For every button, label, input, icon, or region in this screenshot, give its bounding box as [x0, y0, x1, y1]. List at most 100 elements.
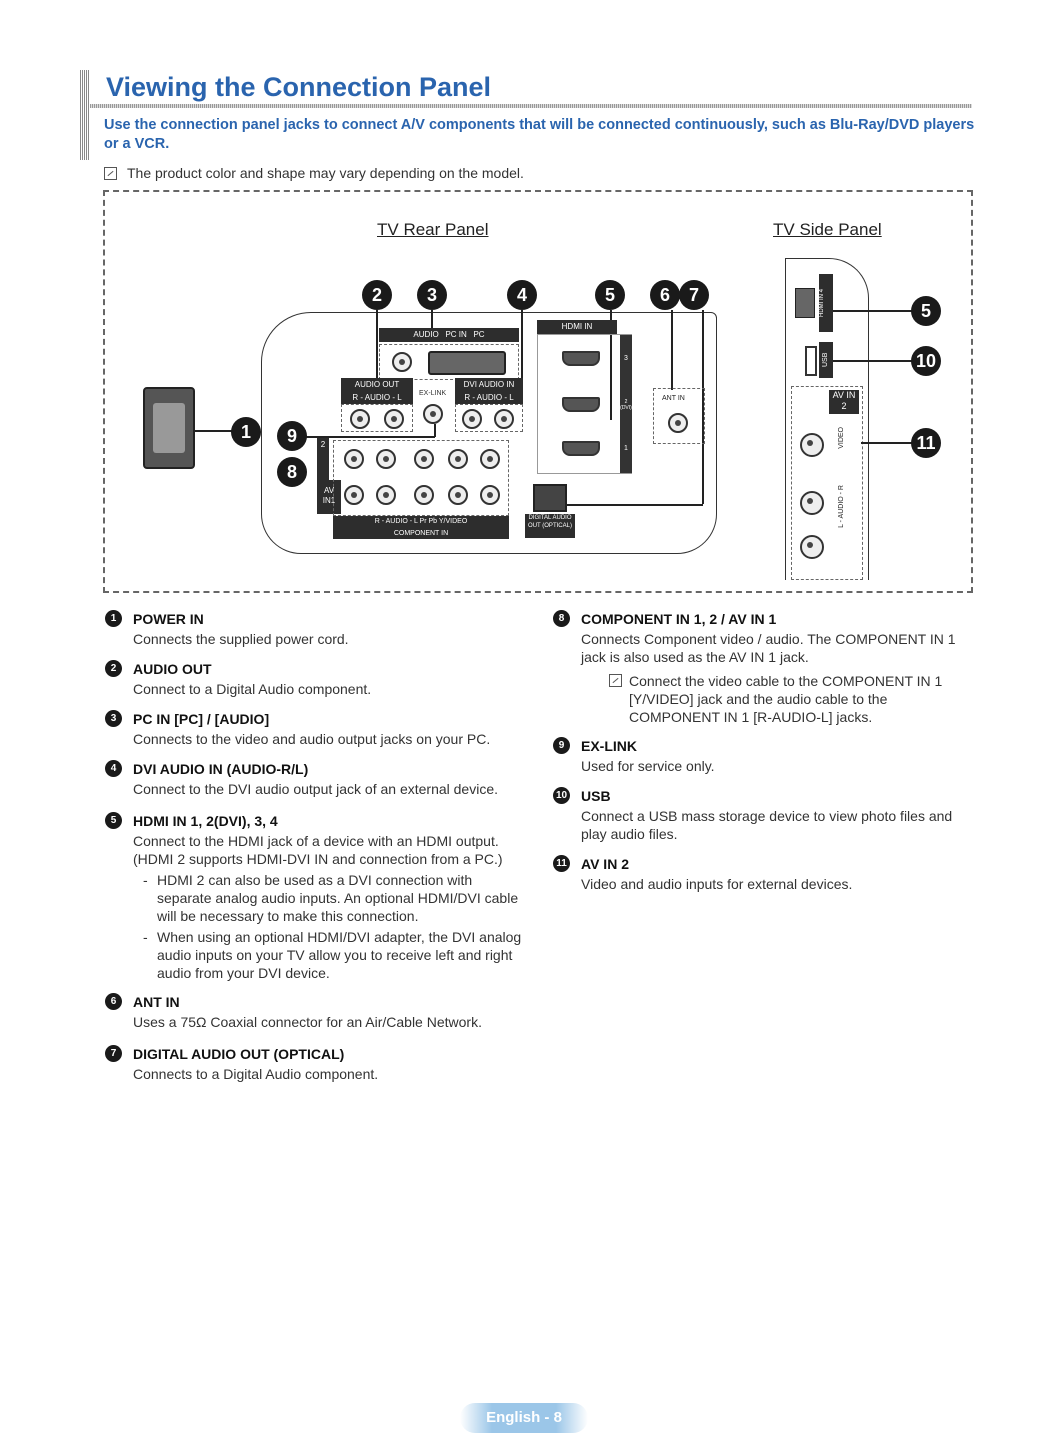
item-dvi-audio-in: 4 DVI AUDIO IN (AUDIO-R/L) Connect to th… [105, 760, 523, 798]
badge-2: 2 [362, 280, 392, 310]
item-subpoint: When using an optional HDMI/DVI adapter,… [133, 928, 523, 982]
item-number: 8 [553, 610, 570, 627]
item-number: 6 [105, 993, 122, 1010]
rear-panel-outline [261, 312, 717, 554]
audio-label: AUDIO [413, 330, 439, 339]
item-description: Connect a USB mass storage device to vie… [581, 808, 953, 842]
hdmi-3-port [562, 351, 600, 366]
item-power-in: 1 POWER IN Connects the supplied power c… [105, 610, 523, 648]
item-number: 4 [105, 760, 122, 777]
audio-out-strip: AUDIO OUT [341, 378, 413, 392]
item-heading: DVI AUDIO IN (AUDIO-R/L) [133, 761, 309, 777]
hdmi3-label: 3 [624, 355, 628, 362]
ant-in-jack [668, 413, 688, 433]
item-description: Connect to the HDMI jack of a device wit… [133, 833, 503, 867]
item-description: Connects to a Digital Audio component. [133, 1066, 379, 1082]
hdmi-in4-label: HDMI IN 4 [819, 274, 833, 332]
side-panel-title: TV Side Panel [773, 220, 882, 239]
page-number-badge: English - 8 [460, 1403, 588, 1433]
ex-link-jack [423, 404, 443, 424]
digital-audio-out-label: DIGITAL AUDIO OUT (OPTICAL) [525, 514, 575, 538]
item-component-in: 8 COMPONENT IN 1, 2 / AV IN 1 Connects C… [553, 610, 976, 726]
hdmi1-label: 1 [624, 445, 628, 452]
item-number: 9 [553, 737, 570, 754]
av-in1-label: AV IN1 [317, 480, 341, 514]
av-in2-box: VIDEO L - AUDIO - R [791, 386, 863, 580]
item-note: Connect the video cable to the COMPONENT… [581, 672, 976, 726]
side-panel-outline [785, 258, 869, 580]
badge-4: 4 [507, 280, 537, 310]
title-rule [90, 104, 972, 108]
badge-6: 6 [650, 280, 680, 310]
item-heading: DIGITAL AUDIO OUT (OPTICAL) [133, 1046, 345, 1062]
pc-label: PC [473, 330, 485, 339]
badge-9: 9 [277, 421, 307, 451]
optical-port [533, 484, 567, 512]
hdmi-in-strip: HDMI IN [537, 320, 617, 334]
pc-vga-port [428, 351, 506, 375]
dvi-audio-lr: R - AUDIO - L [455, 392, 523, 404]
item-number: 11 [553, 855, 570, 872]
power-connector [143, 387, 195, 469]
badge-10: 10 [911, 346, 941, 376]
item-usb: 10 USB Connect a USB mass storage device… [553, 787, 976, 843]
hdmi-1-port [562, 441, 600, 456]
dvi-audio-in-strip: DVI AUDIO IN [455, 378, 523, 392]
badge-side-5: 5 [911, 296, 941, 326]
item-digital-audio-out: 7 DIGITAL AUDIO OUT (OPTICAL) Connects t… [105, 1045, 523, 1083]
connection-diagram: TV Rear Panel TV Side Panel 1 2 3 4 5 6 … [103, 190, 973, 593]
hdmi-2-port [562, 397, 600, 412]
note-icon [104, 166, 117, 180]
item-note-text: Connect the video cable to the COMPONENT… [629, 673, 943, 725]
badge-3: 3 [417, 280, 447, 310]
item-subpoint: HDMI 2 can also be used as a DVI connect… [133, 871, 523, 925]
pc-in-box [379, 344, 519, 380]
item-hdmi-in: 5 HDMI IN 1, 2(DVI), 3, 4 Connect to the… [105, 812, 523, 982]
usb-port [805, 346, 817, 376]
component-in-label: COMPONENT IN [333, 528, 509, 539]
badge-7: 7 [679, 280, 709, 310]
av-in2-label: AV IN 2 [829, 390, 859, 414]
badge-1: 1 [231, 417, 261, 447]
video-label: VIDEO [838, 427, 845, 449]
badge-8: 8 [277, 457, 307, 487]
item-number: 3 [105, 710, 122, 727]
item-heading: HDMI IN 1, 2(DVI), 3, 4 [133, 813, 278, 829]
item-ant-in: 6 ANT IN Uses a 75Ω Coaxial connector fo… [105, 993, 523, 1031]
component-in-box [333, 440, 509, 516]
side-hdmi-port [795, 288, 815, 318]
item-number: 2 [105, 660, 122, 677]
item-description: Connect to a Digital Audio component. [133, 681, 372, 697]
item-heading: USB [581, 788, 611, 804]
item-heading: AUDIO OUT [133, 661, 212, 677]
rear-panel-title: TV Rear Panel [377, 220, 489, 239]
ant-in-box: ANT IN [653, 388, 705, 444]
comp-2-label: 2 [317, 438, 329, 480]
item-description: Connect to the DVI audio output jack of … [133, 781, 499, 797]
hdmi2-label: 2 (DVI) [620, 399, 632, 411]
title-accent-bar [80, 70, 90, 160]
item-heading: EX-LINK [581, 738, 637, 754]
item-description: Connects Component video / audio. The CO… [581, 631, 956, 665]
hdmi-panel: 3 2 (DVI) 1 [537, 334, 632, 474]
item-description: Connects the supplied power cord. [133, 631, 349, 647]
badge-5: 5 [595, 280, 625, 310]
item-pc-in: 3 PC IN [PC] / [AUDIO] Connects to the v… [105, 710, 523, 748]
item-number: 10 [553, 787, 570, 804]
item-heading: POWER IN [133, 611, 204, 627]
item-heading: COMPONENT IN 1, 2 / AV IN 1 [581, 611, 777, 627]
item-description: Video and audio inputs for external devi… [581, 876, 853, 892]
item-heading: AV IN 2 [581, 856, 629, 872]
pc-audio-jack [392, 352, 412, 372]
usb-label: USB [819, 342, 833, 378]
title-bar: Viewing the Connection Panel [80, 70, 972, 160]
l-audio-r-label: L - AUDIO - R [838, 485, 845, 528]
intro-text: Use the connection panel jacks to connec… [104, 117, 975, 152]
ant-in-label: ANT IN [662, 395, 685, 402]
item-number: 5 [105, 812, 122, 829]
item-ex-link: 9 EX-LINK Used for service only. [553, 737, 976, 775]
top-note: The product color and shape may vary dep… [104, 165, 524, 181]
item-number: 1 [105, 610, 122, 627]
pc-in-strip: AUDIO PC IN PC [379, 328, 519, 342]
item-number: 7 [105, 1045, 122, 1062]
